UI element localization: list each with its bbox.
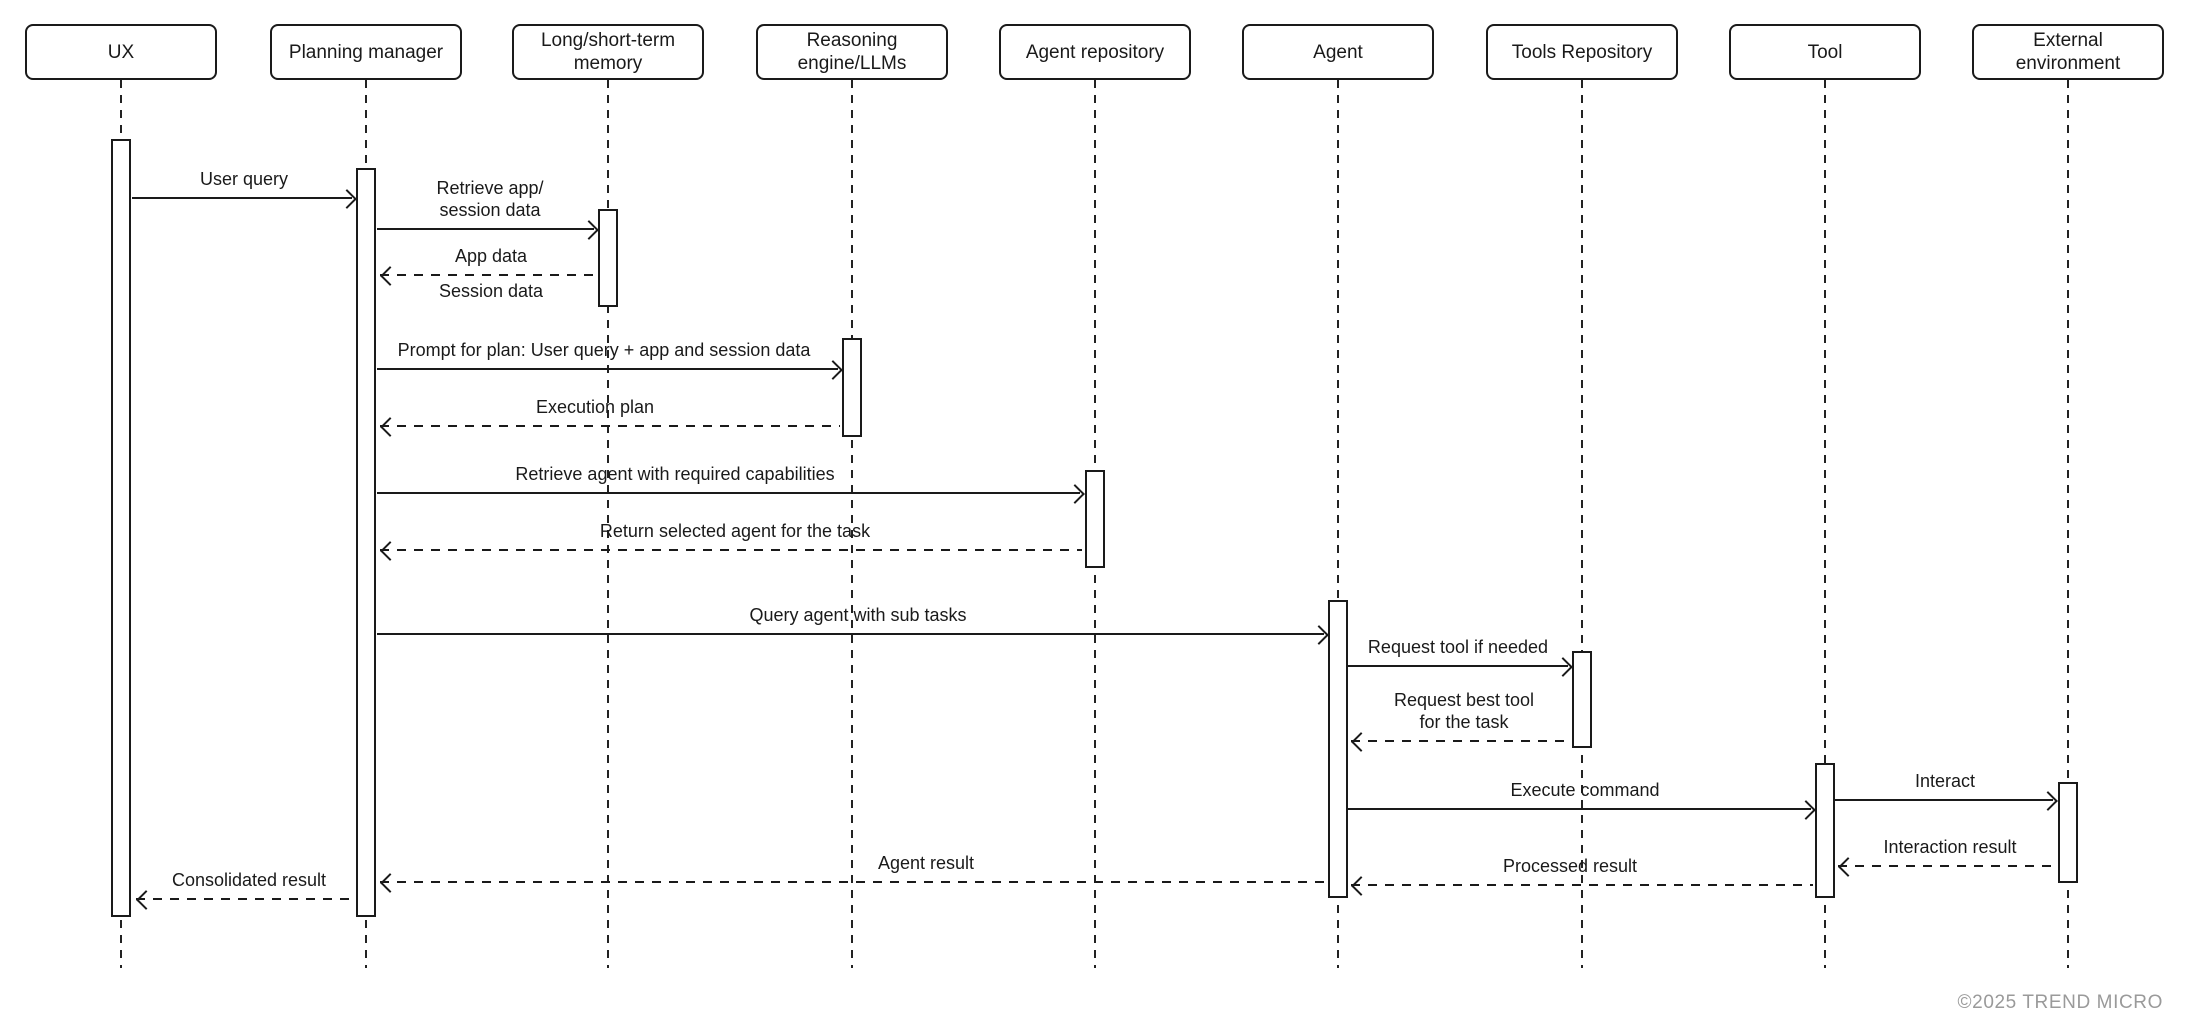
message-label-return-selected-agent: Return selected agent for the task — [599, 521, 871, 541]
arrowhead-request-tool-if-needed — [1552, 657, 1573, 677]
arrowhead-retrieve-app-session-data — [578, 220, 599, 240]
message-label-execute-command: Execute command — [1510, 780, 1660, 800]
message-line-user-query — [132, 197, 352, 199]
activation-tools-repository — [1572, 651, 1592, 748]
activation-planning-manager — [356, 168, 376, 917]
message-label-retrieve-app-session-data: Retrieve app/ session data — [436, 178, 544, 220]
message-line-request-tool-if-needed — [1348, 665, 1568, 667]
message-line-retrieve-agent — [377, 492, 1080, 494]
arrowhead-agent-result — [379, 873, 400, 893]
participant-ux: UX — [25, 24, 217, 80]
message-label-query-agent-sub-tasks: Query agent with sub tasks — [749, 605, 967, 625]
arrowhead-execute-command — [1795, 800, 1816, 820]
arrowhead-prompt-for-plan — [822, 360, 843, 380]
message-line-interaction-result — [1838, 865, 2055, 867]
activation-ux — [111, 139, 131, 917]
message-line-prompt-for-plan — [377, 368, 838, 370]
message-label-request-tool-if-needed: Request tool if needed — [1367, 637, 1549, 657]
message-line-consolidated-result — [136, 898, 354, 900]
arrowhead-interact — [2037, 791, 2058, 811]
participant-tool: Tool — [1729, 24, 1921, 80]
message-line-return-selected-agent — [380, 549, 1082, 551]
message-label-prompt-for-plan: Prompt for plan: User query + app and se… — [397, 340, 811, 360]
participant-tools-repository: Tools Repository — [1486, 24, 1678, 80]
message-label-processed-result: Processed result — [1502, 856, 1638, 876]
lifeline-external-environment — [2067, 80, 2069, 968]
arrowhead-user-query — [336, 189, 357, 209]
arrowhead-retrieve-agent — [1064, 484, 1085, 504]
message-label-app-session-data-return: App data — [454, 246, 528, 266]
message-line-execute-command — [1348, 808, 1811, 810]
arrowhead-consolidated-result — [135, 890, 156, 910]
activation-reasoning-engine — [842, 338, 862, 437]
message-label-consolidated-result: Consolidated result — [171, 870, 327, 890]
activation-external-environment — [2058, 782, 2078, 883]
message-line-execution-plan — [380, 425, 840, 427]
message-line-request-best-tool — [1351, 740, 1570, 742]
message-label-below-app-session-data-return: Session data — [438, 281, 544, 301]
arrowhead-query-agent-sub-tasks — [1308, 625, 1329, 645]
arrowhead-app-session-data-return — [379, 266, 400, 286]
arrowhead-request-best-tool — [1350, 732, 1371, 752]
message-line-app-session-data-return — [380, 274, 596, 276]
message-line-query-agent-sub-tasks — [377, 633, 1324, 635]
activation-agent — [1328, 600, 1348, 898]
message-line-processed-result — [1351, 884, 1813, 886]
participant-external-environment: External environment — [1972, 24, 2164, 80]
message-label-user-query: User query — [199, 169, 289, 189]
arrowhead-execution-plan — [379, 417, 400, 437]
message-label-interaction-result: Interaction result — [1883, 837, 2017, 857]
activation-tool — [1815, 763, 1835, 898]
message-line-agent-result — [380, 881, 1326, 883]
participant-memory: Long/short-term memory — [512, 24, 704, 80]
message-label-retrieve-agent: Retrieve agent with required capabilitie… — [515, 464, 835, 484]
message-label-interact: Interact — [1914, 771, 1976, 791]
message-label-execution-plan: Execution plan — [535, 397, 655, 417]
message-label-agent-result: Agent result — [877, 853, 975, 873]
activation-memory — [598, 209, 618, 307]
participant-reasoning-engine: Reasoning engine/LLMs — [756, 24, 948, 80]
lifeline-agent — [1337, 80, 1339, 968]
lifeline-tools-repository — [1581, 80, 1583, 968]
message-line-interact — [1835, 799, 2053, 801]
participant-agent: Agent — [1242, 24, 1434, 80]
arrowhead-interaction-result — [1837, 857, 1858, 877]
arrowhead-return-selected-agent — [379, 541, 400, 561]
message-line-retrieve-app-session-data — [377, 228, 594, 230]
participant-agent-repository: Agent repository — [999, 24, 1191, 80]
trend-micro-watermark: ©2025 TREND MICRO — [1957, 992, 2163, 1013]
lifeline-memory — [607, 80, 609, 968]
message-label-request-best-tool: Request best tool for the task — [1393, 690, 1535, 732]
participant-planning-manager: Planning manager — [270, 24, 462, 80]
lifeline-reasoning-engine — [851, 80, 853, 968]
arrowhead-processed-result — [1350, 876, 1371, 896]
lifeline-tool — [1824, 80, 1826, 968]
activation-agent-repository — [1085, 470, 1105, 568]
